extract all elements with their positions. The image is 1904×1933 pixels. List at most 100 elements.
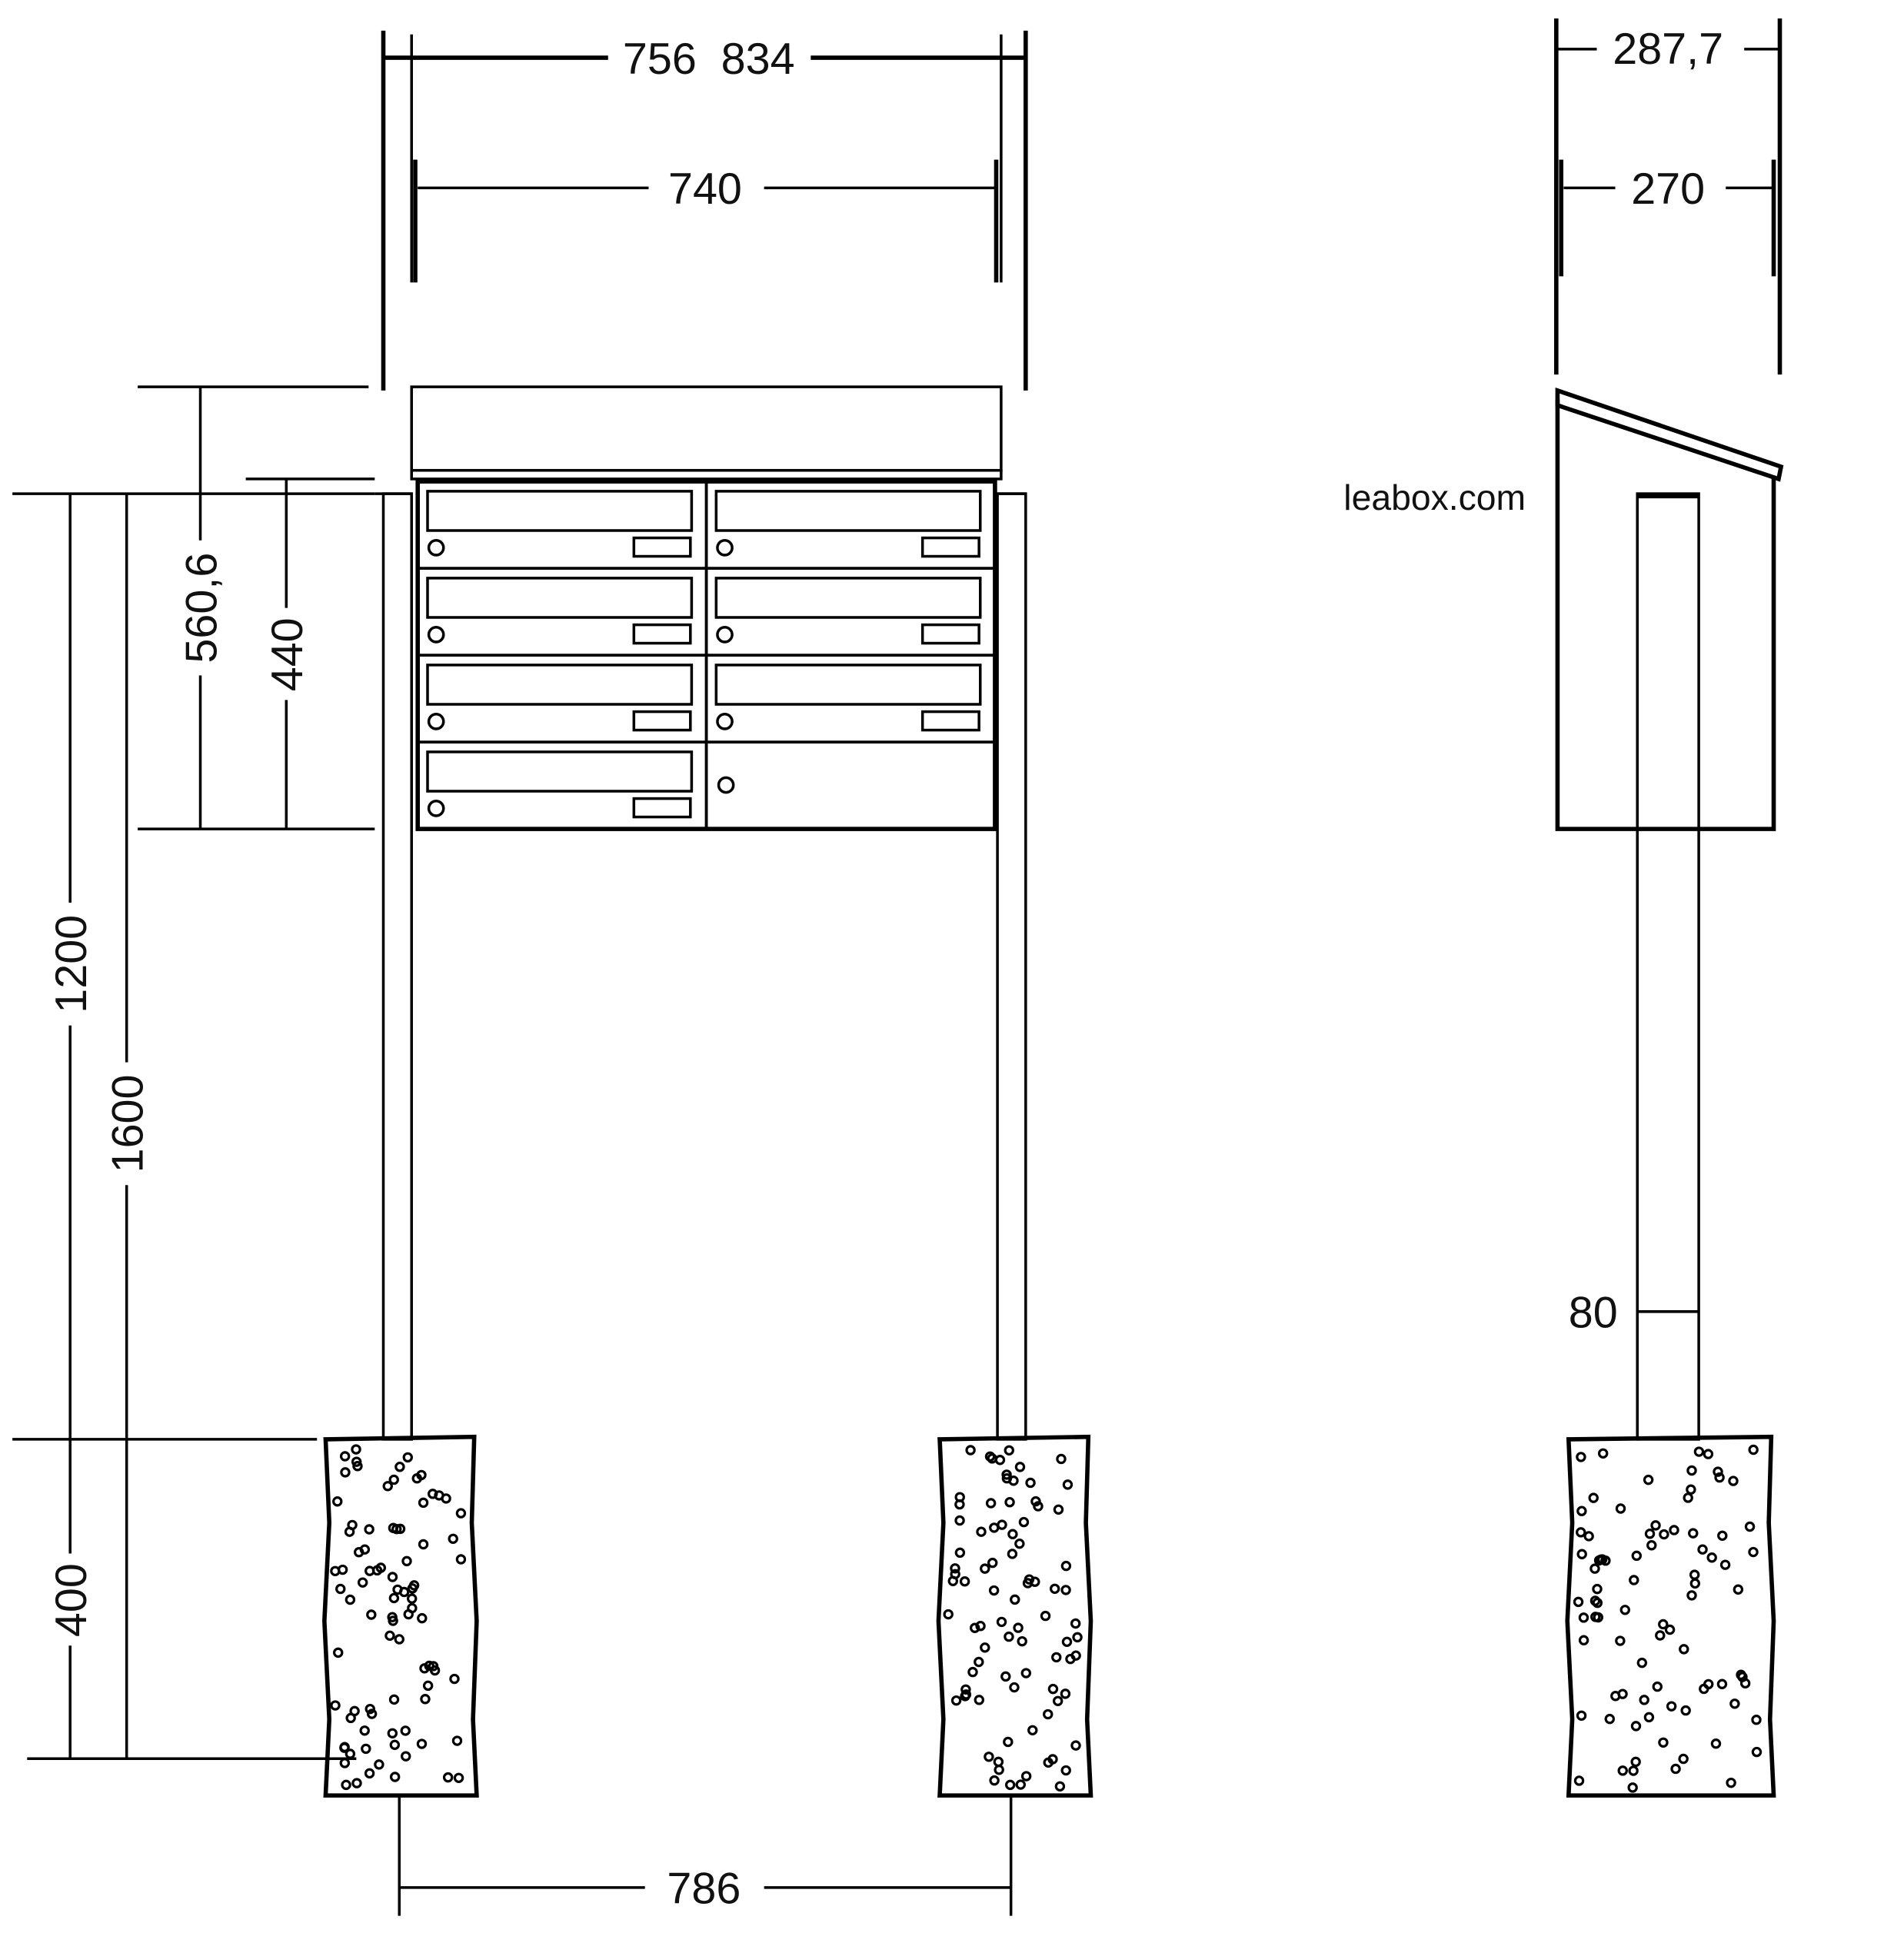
concrete-grain — [989, 1522, 1000, 1533]
concrete-grain — [993, 1756, 1004, 1768]
dim-post-spacing: 786 — [398, 1795, 1013, 1916]
concrete-grain — [402, 1452, 413, 1463]
mailbox-door — [704, 480, 997, 570]
concrete-grain — [366, 1609, 377, 1620]
concrete-grain — [354, 1546, 364, 1558]
concrete-grain — [1697, 1544, 1708, 1555]
concrete-grain — [451, 1735, 463, 1746]
watermark-leabox: leabox.com — [1343, 477, 1526, 517]
concrete-grain — [1643, 1712, 1655, 1723]
concrete-grain — [1004, 1496, 1015, 1508]
concrete-grain — [1728, 1476, 1739, 1486]
concrete-grain — [359, 1725, 370, 1736]
concrete-grain — [976, 1526, 987, 1537]
concrete-grain — [1689, 1569, 1700, 1580]
concrete-grain — [1020, 1771, 1032, 1782]
concrete-grain — [1686, 1590, 1697, 1601]
concrete-grain — [1009, 1682, 1020, 1693]
concrete-grain — [1630, 1756, 1641, 1768]
dim-label-400: 400 — [47, 1563, 96, 1637]
concrete-grain — [1706, 1552, 1717, 1563]
concrete-grain — [1658, 1737, 1669, 1748]
concrete-grain — [1646, 1540, 1657, 1551]
concrete-grain — [351, 1456, 362, 1467]
concrete-grain — [455, 1508, 467, 1519]
concrete-grain — [1615, 1635, 1626, 1646]
dim-label-1600: 1600 — [103, 1074, 152, 1173]
concrete-grain — [1678, 1753, 1689, 1765]
concrete-grain — [969, 1622, 980, 1633]
concrete-grain — [407, 1602, 418, 1614]
concrete-grain — [434, 1490, 444, 1501]
concrete-grain — [1070, 1650, 1081, 1661]
concrete-grain — [950, 1563, 960, 1574]
concrete-grain — [1670, 1763, 1681, 1775]
concrete-grain — [384, 1630, 395, 1642]
concrete-grain — [364, 1703, 375, 1715]
concrete-grain — [1703, 1449, 1714, 1459]
mail-slot — [714, 664, 982, 706]
concrete-grain — [1017, 1635, 1027, 1647]
concrete-grain — [417, 1612, 428, 1624]
concrete-grain — [1751, 1746, 1763, 1758]
concrete-grain — [1061, 1636, 1073, 1648]
lock-icon — [427, 800, 445, 817]
concrete-grain — [424, 1660, 434, 1672]
nameplate — [632, 710, 692, 732]
dim-label-740: 740 — [668, 165, 742, 214]
concrete-grain — [954, 1547, 966, 1559]
mailbox-door — [416, 654, 708, 744]
concrete-grain — [1628, 1765, 1639, 1776]
concrete-grain — [389, 1772, 401, 1782]
dim-label-270: 270 — [1631, 165, 1705, 214]
concrete-grain — [975, 1620, 986, 1632]
concrete-grain — [960, 1684, 971, 1695]
concrete-grain — [1010, 1594, 1020, 1605]
lock-icon — [716, 626, 734, 644]
concrete-grain — [1007, 1549, 1018, 1559]
concrete-grain — [994, 1765, 1004, 1775]
concrete-grain — [943, 1609, 954, 1620]
concrete-grain — [428, 1661, 439, 1672]
dim-overall-width: 756 834 — [381, 30, 1028, 391]
concrete-grain — [1049, 1583, 1060, 1595]
concrete-grain — [1689, 1578, 1701, 1589]
dim-label-1200: 1200 — [47, 915, 96, 1013]
concrete-grain — [1659, 1529, 1669, 1540]
concrete-grain — [1644, 1529, 1656, 1539]
concrete-grain — [1713, 1466, 1723, 1477]
concrete-grain — [1627, 1782, 1638, 1793]
concrete-grain — [1717, 1530, 1728, 1542]
concrete-grain — [1748, 1444, 1759, 1456]
concrete-grain — [1000, 1671, 1011, 1682]
concrete-grain — [1719, 1559, 1731, 1570]
concrete-grain — [1583, 1531, 1594, 1542]
concrete-grain — [1027, 1725, 1038, 1736]
lock-icon — [716, 713, 734, 730]
concrete-grain — [332, 1496, 343, 1507]
concrete-grain — [1650, 1520, 1661, 1531]
concrete-grain — [1669, 1525, 1679, 1535]
concrete-grain — [1573, 1775, 1585, 1786]
concrete-grain — [361, 1743, 371, 1755]
concrete-grain — [1590, 1612, 1601, 1622]
concrete-grain — [330, 1700, 341, 1711]
side-view: 287,7 270 80 leabox.com — [1343, 18, 1784, 1441]
mailbox-door — [416, 480, 708, 570]
mailbox-unit — [415, 479, 997, 831]
concrete-grain — [339, 1451, 351, 1462]
mailbox-door — [704, 567, 997, 657]
concrete-grain — [364, 1524, 374, 1535]
concrete-grain — [974, 1695, 985, 1705]
concrete-grain — [1588, 1492, 1599, 1503]
concrete-grain — [1578, 1635, 1589, 1645]
concrete-grain — [400, 1725, 411, 1736]
concrete-grain — [1576, 1505, 1587, 1516]
concrete-grain — [345, 1594, 356, 1605]
concrete-grain — [387, 1572, 398, 1582]
concrete-grain — [442, 1772, 454, 1783]
concrete-grain — [1015, 1779, 1026, 1790]
mailbox-door — [416, 740, 708, 830]
concrete-texture — [330, 1444, 1763, 1793]
concrete-grain — [1751, 1715, 1762, 1725]
